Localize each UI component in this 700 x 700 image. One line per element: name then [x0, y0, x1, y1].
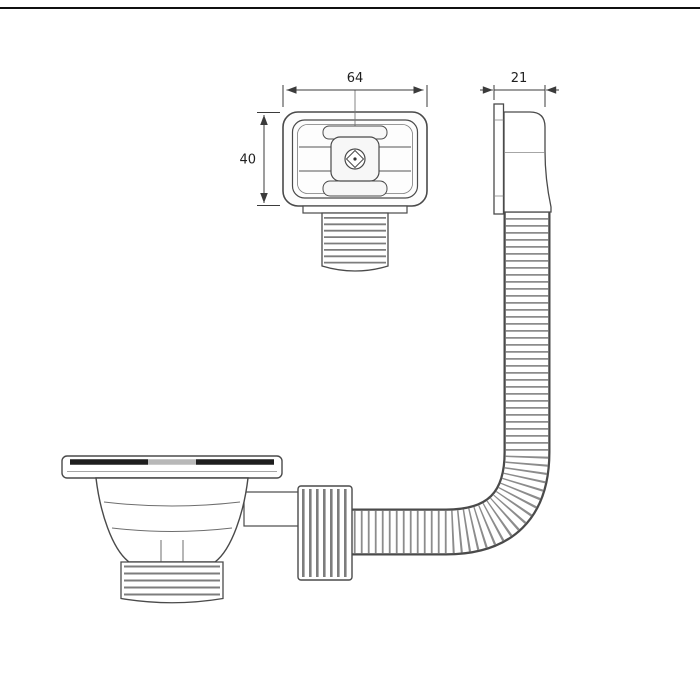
- dimension-label-height: 40: [239, 153, 256, 168]
- hose-nut: [297, 485, 353, 581]
- strainer-threaded-tail: [120, 561, 224, 604]
- side-view-elbow-body: [503, 111, 552, 213]
- overflow-collar: [302, 205, 408, 214]
- top-border-line: [0, 7, 700, 9]
- cup-ring-lower: [111, 527, 233, 532]
- dimension-21: 21: [480, 71, 559, 107]
- overflow-bottom-boss: [322, 180, 388, 197]
- strainer-outlet-stub: [243, 491, 301, 527]
- strainer-cup: [95, 477, 249, 563]
- side-view-face-plate: [493, 103, 505, 215]
- dimension-64: 64: [282, 71, 428, 107]
- overflow-screw-socket: [345, 149, 365, 169]
- dimension-label-depth: 21: [511, 71, 528, 86]
- sink-strainer: [61, 455, 283, 604]
- overflow-side-view: [493, 103, 552, 215]
- hose-body: [352, 211, 549, 554]
- dimension-40: 40: [239, 112, 280, 206]
- overflow-front-view: [282, 90, 428, 272]
- dimension-label-width: 64: [347, 71, 364, 86]
- overflow-hose: [352, 211, 551, 556]
- cup-ring-upper: [103, 501, 241, 507]
- overflow-screw-center-dot: [353, 157, 357, 161]
